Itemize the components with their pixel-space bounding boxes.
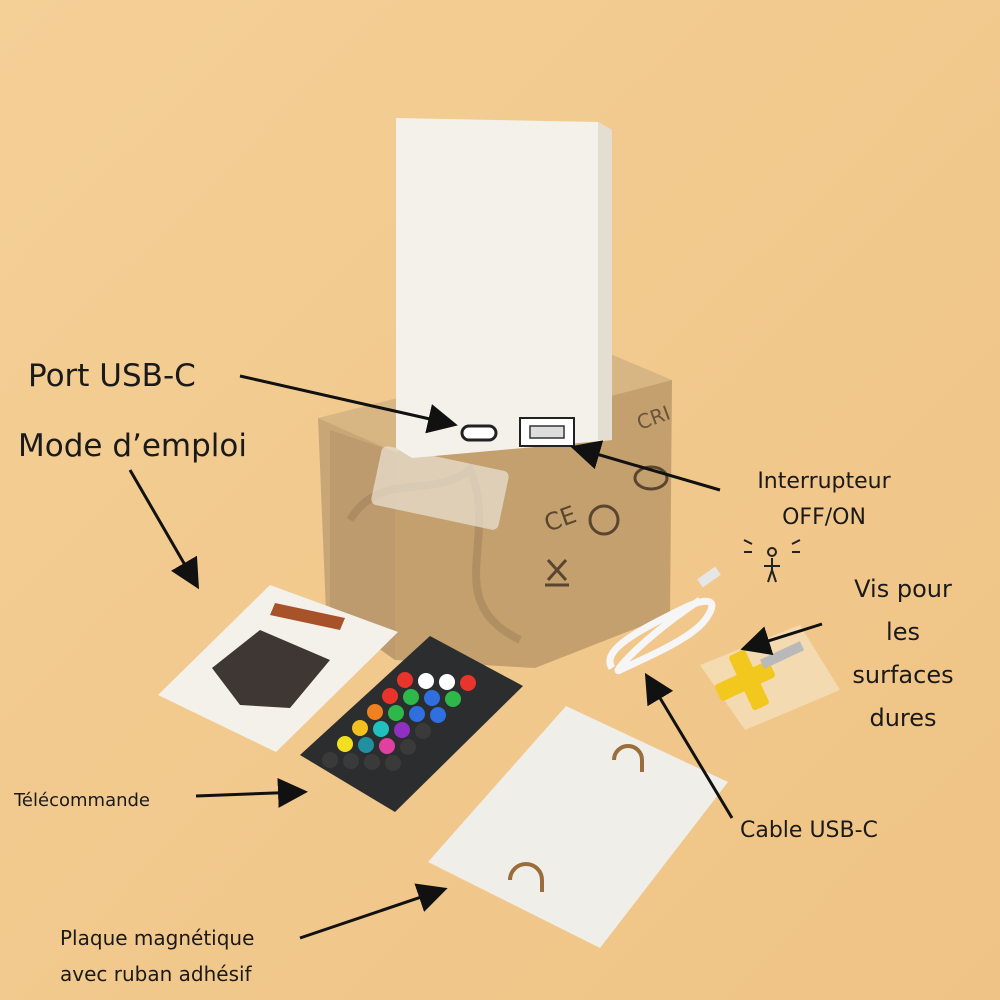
label-vis-line1: Vis pour (854, 575, 952, 603)
remote-button (385, 755, 401, 771)
remote-button (460, 675, 476, 691)
label-vis: Vis pour les surfaces dures (838, 568, 968, 740)
label-mode-emploi: Mode d’emploi (18, 428, 247, 464)
bin-icon (545, 558, 569, 587)
remote-button (445, 691, 461, 707)
label-vis-line2: les (886, 618, 920, 646)
annotation-arrows (128, 374, 823, 940)
remote-button (364, 754, 380, 770)
usbc-cable (606, 566, 721, 675)
remote-button (439, 674, 455, 690)
user-manual (158, 585, 398, 752)
label-telecommande: Télécommande (14, 790, 151, 811)
remote-button (382, 688, 398, 704)
label-interrupteur-line2: OFF/ON (782, 505, 866, 530)
label-vis-line3: surfaces (852, 661, 954, 689)
eye-icon (633, 465, 669, 491)
motion-sensor-icon (743, 539, 801, 583)
usbc-port (460, 424, 498, 442)
remote-button (358, 737, 374, 753)
remote-button (400, 739, 416, 755)
label-plaque-line1: Plaque magnétique (60, 926, 255, 950)
remote-button (373, 721, 389, 737)
remote-button (394, 722, 410, 738)
recycle-icon (588, 504, 620, 536)
label-vis-line4: dures (869, 704, 937, 732)
remote-button (424, 690, 440, 706)
label-interrupteur: Interrupteur OFF/ON (742, 464, 906, 536)
remote-button (337, 736, 353, 752)
remote-button (430, 707, 446, 723)
remote-button (418, 673, 434, 689)
remote-button (352, 720, 368, 736)
night-lamp-cube (396, 118, 612, 458)
remote-button (397, 672, 413, 688)
remote-button (403, 689, 419, 705)
rgb-remote (300, 636, 523, 812)
magnetic-plate (428, 706, 728, 948)
label-plaque-line2: avec ruban adhésif (60, 962, 252, 986)
remote-button (343, 753, 359, 769)
remote-button (409, 706, 425, 722)
remote-button (322, 752, 338, 768)
remote-button (388, 705, 404, 721)
label-port-usbc: Port USB-C (28, 358, 196, 394)
label-cable-usbc: Cable USB-C (740, 818, 878, 843)
label-plaque: Plaque magnétique avec ruban adhésif (60, 920, 254, 992)
remote-button (379, 738, 395, 754)
remote-button (367, 704, 383, 720)
remote-button (415, 723, 431, 739)
screws-bag (700, 625, 840, 730)
label-interrupteur-line1: Interrupteur (757, 469, 891, 494)
